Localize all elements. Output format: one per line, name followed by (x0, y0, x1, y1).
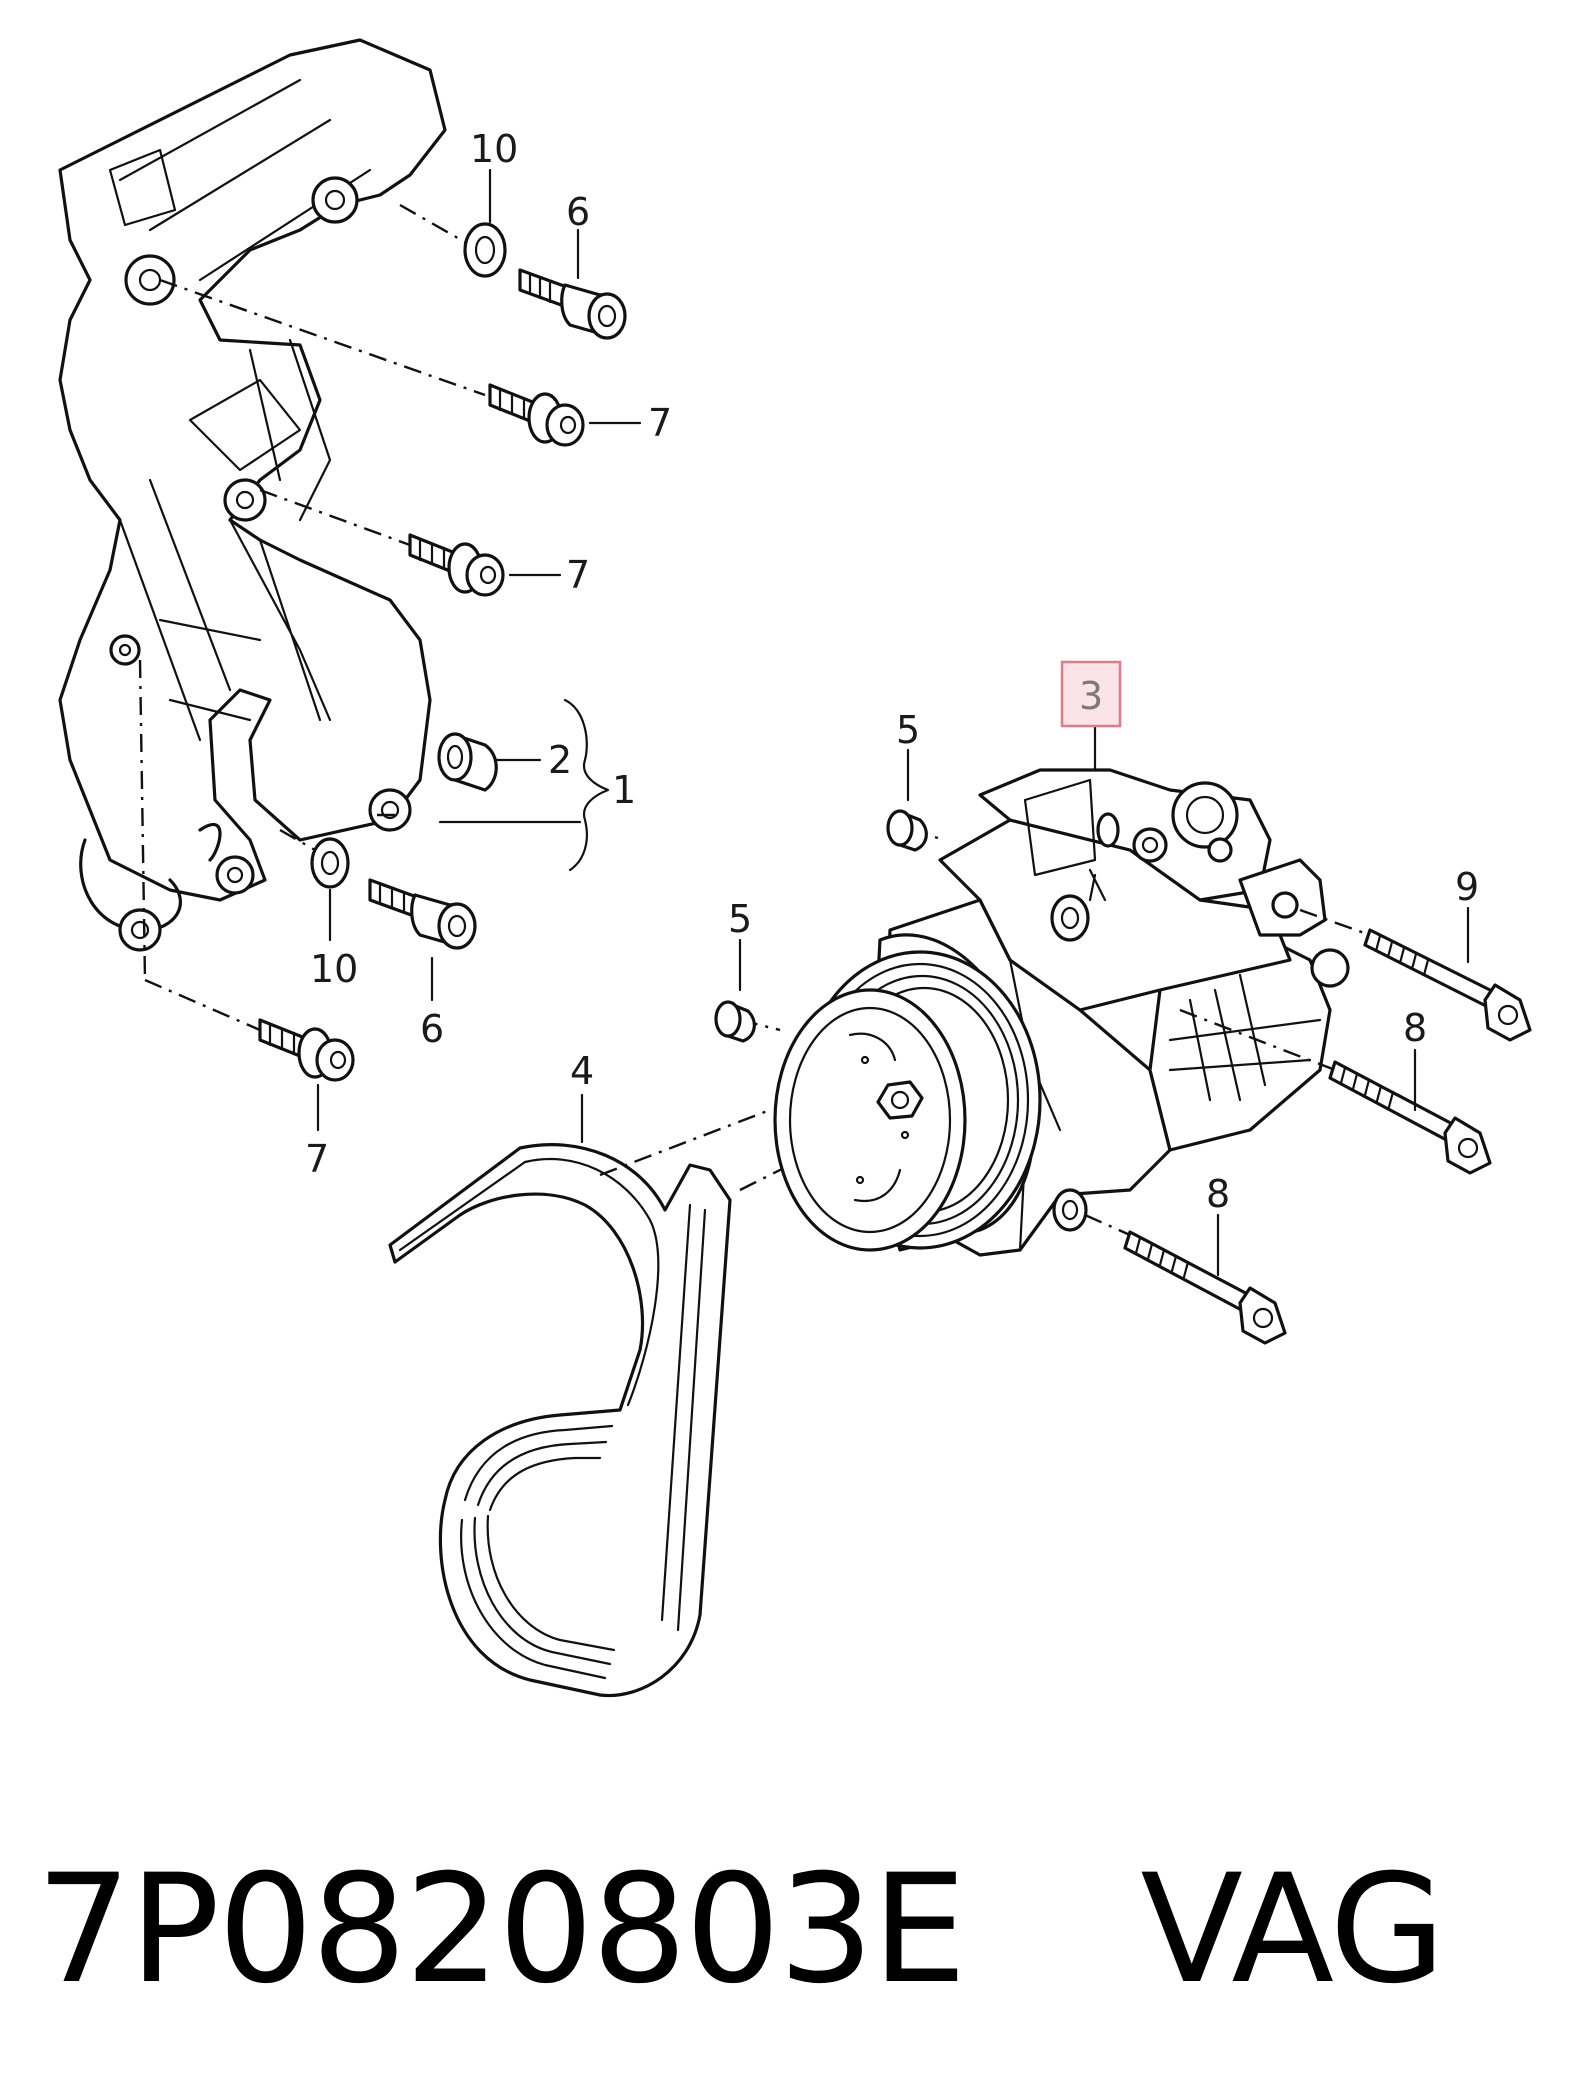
bolt-7-upper (488, 383, 585, 447)
bolt-6-bottom (368, 878, 477, 950)
callout-8-upper: 8 (1403, 1006, 1427, 1050)
callout-1-brace (563, 698, 610, 872)
ac-compressor (773, 768, 1350, 1257)
bracket-axis-lines (138, 203, 486, 1032)
bolt-8-upper (1179, 1008, 1492, 1175)
bolt-7-lower (258, 1018, 355, 1082)
callout-3[interactable]: 3 (1079, 674, 1103, 718)
brand-name: VAG (1140, 1843, 1445, 2017)
washer-10-bottom (310, 837, 350, 889)
part-caption: 7P0820803E VAG (36, 1830, 1556, 2040)
callout-10-top: 10 (470, 127, 518, 171)
exploded-parts-diagram: 10 6 7 7 2 1 10 6 7 4 3 5 5 9 8 8 (58, 38, 1532, 1698)
callout-2: 2 (548, 738, 572, 782)
callout-8-lower: 8 (1206, 1172, 1230, 1216)
callout-7-upper: 7 (648, 401, 672, 445)
callout-5-lower: 5 (728, 897, 752, 941)
bolt-6-top (518, 268, 627, 340)
callout-6-bottom: 6 (420, 1007, 444, 1051)
bolt-9 (1299, 908, 1532, 1042)
bolt-8-lower (1084, 1213, 1287, 1345)
callout-1: 1 (612, 768, 636, 812)
bushing-2 (437, 732, 498, 792)
callout-10-bottom: 10 (310, 947, 358, 991)
bushing-5-upper (886, 809, 928, 852)
bushing-5-lower (714, 1000, 756, 1043)
callout-7-middle: 7 (566, 553, 590, 597)
callout-9: 9 (1455, 865, 1479, 909)
callout-7-lower: 7 (305, 1137, 329, 1181)
callout-6-top: 6 (566, 190, 590, 234)
bolt-7-middle (408, 533, 505, 597)
part-3-highlight-box[interactable] (1060, 660, 1122, 728)
callout-4: 4 (570, 1049, 594, 1093)
part-number: 7P0820803E (36, 1843, 967, 2017)
callout-5-upper: 5 (896, 708, 920, 752)
poly-v-belt (388, 1143, 732, 1698)
washer-10-top (463, 222, 507, 278)
mounting-bracket (58, 38, 447, 952)
